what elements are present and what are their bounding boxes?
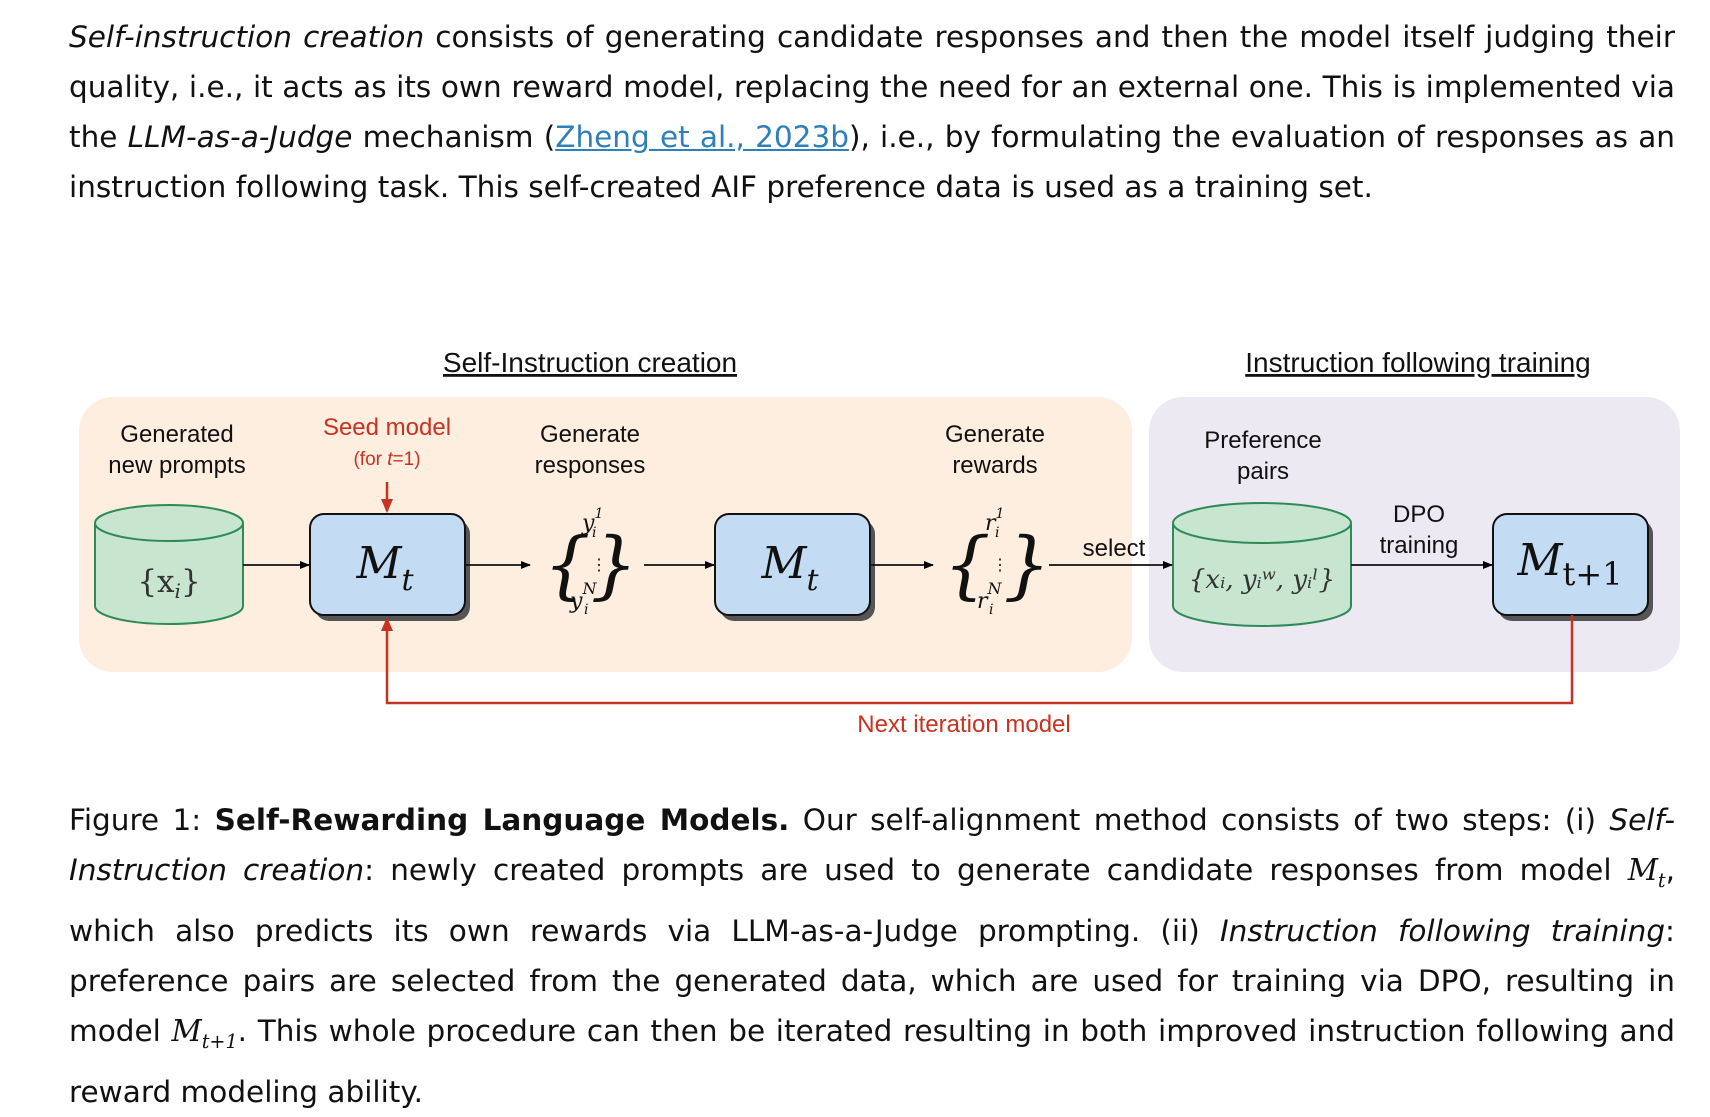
svg-text:⋮: ⋮ bbox=[591, 557, 607, 574]
caption-text-2: : newly created prompts are used to gene… bbox=[364, 853, 1628, 887]
svg-text:Mt: Mt bbox=[760, 538, 819, 598]
caption-italic-1: Self-Instruction creation bbox=[69, 803, 1675, 887]
preference-pairs-database: {xᵢ, yᵢʷ, yᵢˡ} bbox=[1172, 502, 1352, 627]
section-title-self-instruction: Self-Instruction creation bbox=[443, 347, 737, 378]
svg-text:i: i bbox=[989, 602, 993, 618]
svg-text:r1: r1 bbox=[985, 506, 1004, 536]
svg-text:y1: y1 bbox=[581, 506, 603, 536]
svg-text:i: i bbox=[995, 525, 999, 541]
caption-title: Self-Rewarding Language Models. bbox=[214, 803, 790, 837]
intro-text-2: mechanism ( bbox=[352, 120, 556, 154]
svg-text:}: } bbox=[1003, 522, 1050, 608]
svg-text:Mt: Mt bbox=[355, 538, 414, 598]
select-label: select bbox=[1083, 535, 1146, 562]
svg-text:{: { bbox=[543, 522, 590, 608]
section-title-instruction-training: Instruction following training bbox=[1245, 347, 1591, 378]
next-iteration-label: Next iteration model bbox=[857, 711, 1070, 738]
svg-text:yN: yN bbox=[569, 579, 597, 614]
self-rewarding-diagram: Self-Instruction creation Instruction fo… bbox=[79, 347, 1680, 738]
caption-text-1: Our self-alignment method consists of tw… bbox=[789, 803, 1610, 837]
svg-text:i: i bbox=[592, 525, 596, 541]
svg-text:{xᵢ, yᵢʷ, yᵢˡ}: {xᵢ, yᵢʷ, yᵢˡ} bbox=[1189, 565, 1335, 595]
model-mt-box: Mt bbox=[309, 513, 470, 621]
svg-text:}: } bbox=[590, 522, 637, 608]
figure-caption: Figure 1: Self-Rewarding Language Models… bbox=[69, 795, 1675, 1117]
responses-set: { } y1 i ⋮ yN i bbox=[543, 506, 637, 618]
intro-text-3: ), i.e., by formulating the evaluation o… bbox=[69, 120, 1675, 204]
svg-text:i: i bbox=[584, 602, 588, 618]
rewards-set: { } r1 i ⋮ rN i bbox=[943, 506, 1050, 618]
caption-model-mt1: Mt+1 bbox=[171, 1013, 238, 1053]
caption-text-5: . This whole procedure can then be itera… bbox=[69, 1013, 1675, 1109]
svg-text:rN: rN bbox=[977, 579, 1003, 614]
seed-model-label: Seed model bbox=[323, 414, 451, 441]
intro-text-1: consists of generating candidate respons… bbox=[69, 20, 1675, 154]
model-mt-plus-1-box: Mt+1 bbox=[1492, 513, 1653, 621]
prompts-database: {xi} bbox=[94, 504, 244, 625]
seed-model-sublabel: (for t=1) bbox=[353, 449, 420, 470]
svg-text:{xi}: {xi} bbox=[137, 564, 200, 603]
intro-paragraph: Self-instruction creation consists of ge… bbox=[69, 12, 1675, 212]
model-mt-judge-box: Mt bbox=[714, 513, 875, 621]
svg-text:Mt+1: Mt+1 bbox=[1516, 535, 1622, 593]
intro-term: Self-instruction creation bbox=[69, 20, 425, 54]
citation-link[interactable]: Zheng et al., 2023b bbox=[555, 120, 849, 154]
caption-text-4: : preference pairs are selected from the… bbox=[69, 913, 1675, 1048]
caption-italic-2: Instruction following training bbox=[1219, 913, 1666, 948]
caption-text-3: , which also predicts its own rewards vi… bbox=[69, 853, 1675, 948]
caption-model-mt: Mt bbox=[1627, 853, 1666, 892]
svg-text:⋮: ⋮ bbox=[992, 557, 1008, 574]
caption-label: Figure 1: bbox=[69, 803, 215, 837]
svg-text:{: { bbox=[943, 522, 990, 608]
intro-term-2: LLM-as-a-Judge bbox=[127, 120, 353, 154]
next-iteration-loop bbox=[381, 615, 1574, 705]
